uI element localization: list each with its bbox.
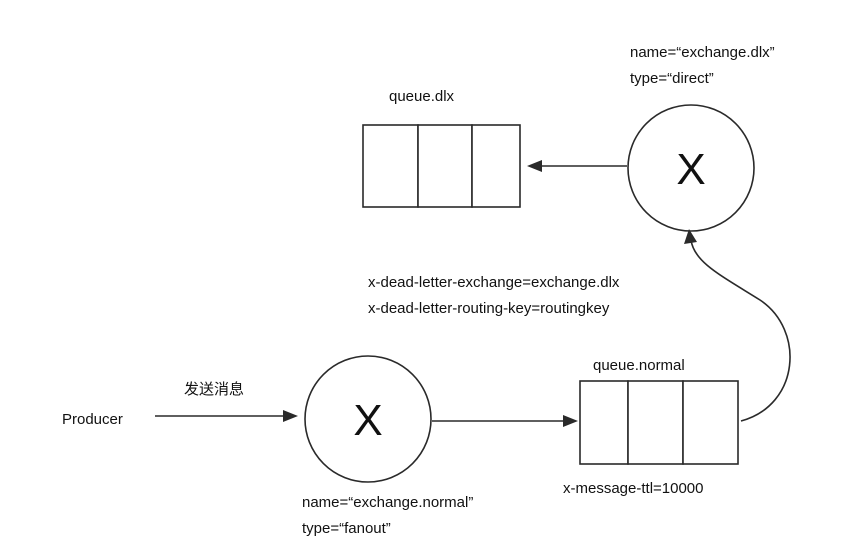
- queue-normal-label: queue.normal: [593, 357, 685, 374]
- queue-normal-slot: [682, 380, 739, 465]
- send-message-label: 发送消息: [184, 380, 244, 398]
- exchange-normal-type-attr: type=“fanout”: [302, 520, 391, 537]
- exchange-dlx-type-attr: type=“direct”: [630, 70, 714, 87]
- dead-letter-routing-key-arg: x-dead-letter-routing-key=routingkey: [368, 300, 610, 317]
- queue-normal-slot: [627, 380, 684, 465]
- exchange-normal-x-symbol: X: [353, 396, 382, 445]
- exchange-dlx-node: [627, 104, 755, 232]
- dead-letter-arguments: x-dead-letter-exchange=exchange.dlx x-de…: [368, 274, 620, 317]
- exchange-dlx: name=“exchange.dlx” type=“direct” X: [627, 44, 775, 232]
- queue-dlx-slot: [417, 124, 473, 208]
- queue-dlx: queue.dlx: [362, 88, 521, 208]
- queue-normal: queue.normal x-message-ttl=10000: [563, 357, 739, 497]
- exchange-normal-name-attr: name=“exchange.normal”: [302, 494, 473, 511]
- producer-label: Producer: [62, 411, 123, 428]
- dead-letter-exchange-arg: x-dead-letter-exchange=exchange.dlx: [368, 274, 620, 291]
- queue-dlx-slot: [362, 124, 419, 208]
- arrow-exchange-dlx-to-queue-dlx: [527, 160, 627, 172]
- arrow-producer-to-exchange-normal: 发送消息: [155, 380, 298, 422]
- arrow-queue-normal-to-exchange-dlx: [684, 229, 791, 422]
- arrow-exchange-normal-to-queue-normal: [432, 415, 578, 427]
- exchange-dlx-x-symbol: X: [676, 145, 705, 194]
- exchange-normal: X name=“exchange.normal” type=“fanout”: [302, 355, 473, 537]
- queue-normal-slot: [579, 380, 629, 465]
- exchange-normal-node: [304, 355, 432, 483]
- queue-dlx-slot: [471, 124, 521, 208]
- queue-dlx-label: queue.dlx: [389, 88, 455, 105]
- queue-normal-ttl-attr: x-message-ttl=10000: [563, 480, 704, 497]
- exchange-dlx-name-attr: name=“exchange.dlx”: [630, 44, 775, 61]
